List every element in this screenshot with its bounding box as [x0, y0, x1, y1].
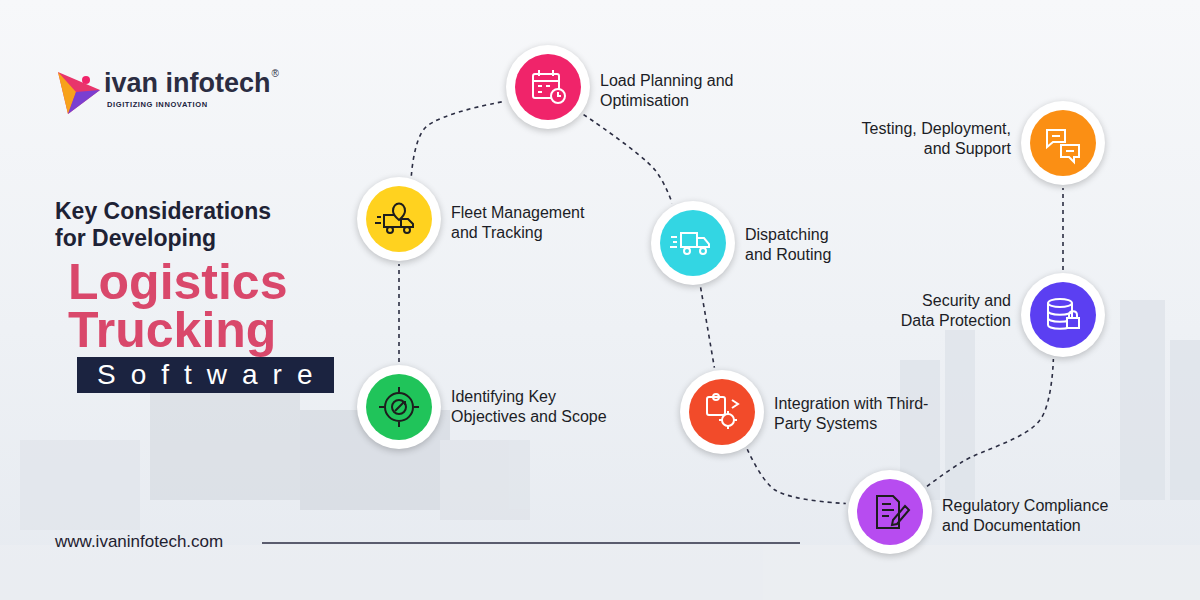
dashed-connector: [584, 115, 673, 204]
building: [1170, 340, 1200, 500]
lock-body: [1067, 318, 1079, 328]
step-circle: Fleet Management and Tracking: [357, 177, 441, 261]
database-icon: [1048, 299, 1079, 329]
step-circle-fill: [1030, 110, 1096, 176]
step-label: Integration with Third-Party Systems: [774, 394, 934, 434]
step-label: Identifying Key Objectives and Scope: [451, 387, 621, 427]
heading-banner: Software: [77, 357, 334, 393]
truck-cab: [20, 440, 140, 530]
target-ticks: [379, 387, 419, 427]
chat-bubble: [1047, 130, 1065, 147]
speed-lines: [375, 217, 381, 223]
integration-icon: [707, 394, 738, 429]
chat-bubble: [1061, 145, 1079, 162]
truck-trailer: [150, 380, 300, 500]
step-circle-fill: [1030, 282, 1096, 348]
wheel: [700, 248, 706, 254]
building: [1120, 300, 1165, 500]
brand-name: ivan infotech: [104, 68, 271, 98]
logo-triangle: [68, 90, 100, 114]
brand-tagline: DIGITIZING INNOVATION: [107, 100, 208, 109]
step-circle: Integration with Third-Party Systems: [680, 370, 764, 454]
step-circle-fill: [366, 186, 432, 252]
target-icon: [379, 387, 419, 427]
pen: [892, 506, 909, 525]
truck-cab: [697, 238, 709, 247]
dashed-connector: [398, 264, 400, 362]
step-label: Security and Data Protection: [891, 291, 1011, 331]
faint-trucks: [0, 380, 1200, 600]
target-ring: [392, 400, 406, 414]
calendar-icon: [533, 70, 565, 103]
calendar-lines: [533, 70, 559, 92]
step-circle: Identifying Key Objectives and Scope: [357, 365, 441, 449]
road: [0, 545, 1200, 600]
step-circle: Testing, Deployment, and Support: [1021, 101, 1105, 185]
document-lines: [882, 504, 894, 516]
dispatch-truck-icon: [670, 233, 709, 254]
building: [945, 330, 975, 500]
step-circle: Regulatory Compliance and Documentation: [848, 470, 932, 554]
step-label: Load Planning and Optimisation: [600, 71, 735, 111]
chat-icon: [1047, 130, 1079, 162]
step-label: Testing, Deployment, and Support: [846, 119, 1011, 159]
database-body: [1048, 303, 1072, 329]
step-circle-fill: [366, 374, 432, 440]
dashed-connector: [927, 359, 1053, 486]
wheel: [684, 248, 690, 254]
arrow-glyph: [732, 400, 738, 408]
dashed-connector: [1062, 188, 1064, 270]
key-shape: [395, 402, 405, 411]
target-ring: [385, 393, 413, 421]
step-circle-fill: [515, 54, 581, 120]
website-url: www.ivaninfotech.com: [55, 532, 223, 552]
chat-lines: [1052, 136, 1074, 151]
document-sheet: [877, 496, 899, 528]
location-pin: [393, 204, 405, 221]
truck-box: [384, 215, 401, 227]
dashed-connector: [411, 101, 505, 176]
database-top: [1048, 299, 1072, 307]
heading-highlight: Logistics Trucking: [68, 258, 328, 354]
dashed-connector: [701, 287, 715, 367]
registered-mark: ®: [272, 68, 279, 80]
step-circle-fill: [689, 379, 755, 445]
truck-cab: [401, 219, 413, 227]
lock-shackle: [1069, 311, 1077, 318]
wheel: [404, 227, 410, 233]
step-label: Fleet Management and Tracking: [451, 203, 601, 243]
step-circle-fill: [660, 210, 726, 276]
gear: [722, 414, 734, 426]
step-label: Regulatory Compliance and Documentation: [942, 496, 1122, 536]
logo-dot: [82, 76, 90, 84]
step-label: Dispatching and Routing: [745, 225, 855, 265]
logo-mark: [58, 72, 100, 114]
puzzle-knob: [713, 394, 719, 400]
truck-cab: [440, 440, 530, 520]
step-circle-fill: [857, 479, 923, 545]
step-circle: Security and Data Protection: [1021, 273, 1105, 357]
clock-face: [551, 89, 565, 103]
logo-triangle: [58, 72, 100, 114]
calendar-sheet: [533, 74, 559, 98]
wheel: [387, 227, 393, 233]
step-circle: Dispatching and Routing: [651, 201, 735, 285]
speed-lines: [670, 237, 677, 247]
puzzle-piece: [707, 397, 725, 415]
dashed-connector: [747, 449, 846, 503]
document-icon: [877, 496, 909, 528]
clock-hands: [558, 92, 561, 96]
footer-rule: [262, 542, 800, 544]
gear-teeth: [719, 411, 737, 429]
fleet-truck-icon: [375, 204, 413, 234]
step-circle: Load Planning and Optimisation: [506, 45, 590, 129]
truck-box: [681, 233, 697, 247]
diagram-title: Key Considerations for Developing: [55, 198, 300, 252]
